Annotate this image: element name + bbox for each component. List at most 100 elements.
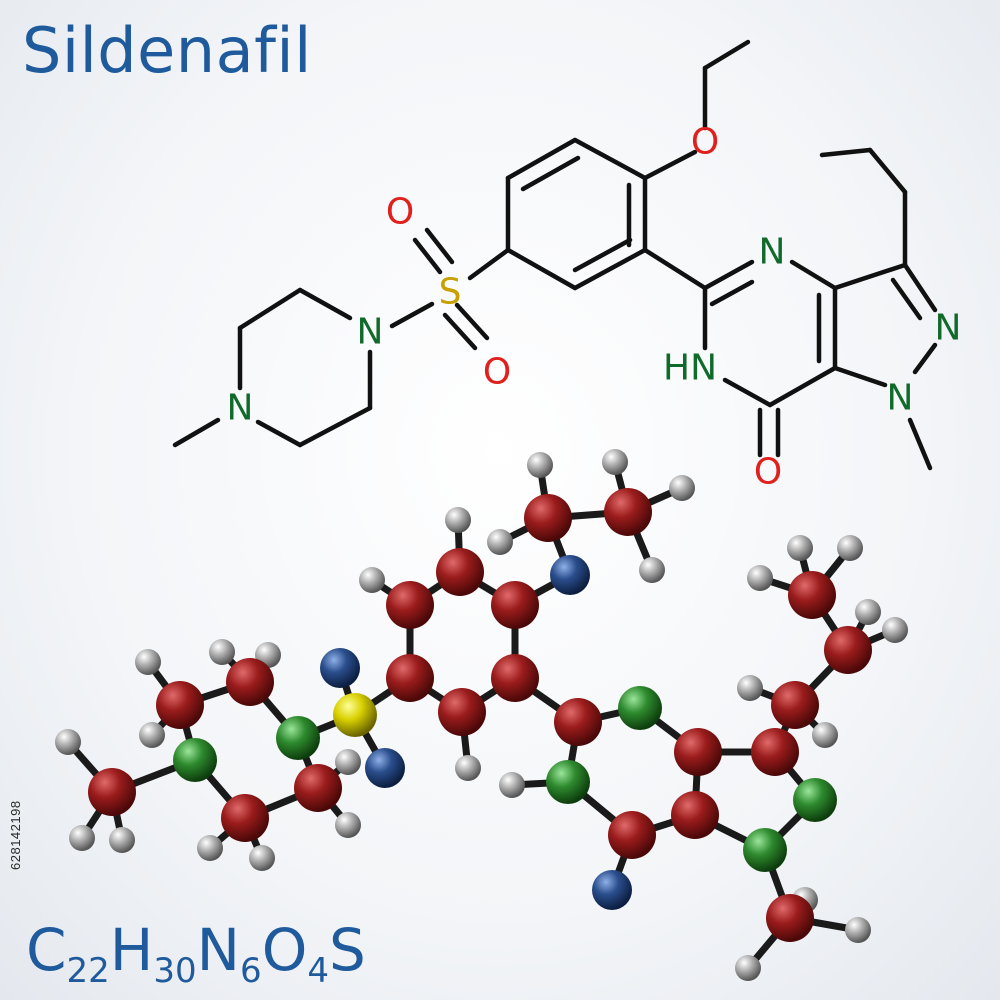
- hydrogen-atom-ball: [69, 825, 95, 851]
- atom-label-sulfonyl-oxygen-bottom: O: [483, 352, 511, 393]
- hydrogen-atom-ball: [735, 955, 761, 981]
- bond: [297, 287, 353, 321]
- hydrogen-atom-ball: [135, 649, 161, 675]
- hydrogen-atom-ball: [747, 565, 773, 591]
- bond: [709, 279, 755, 307]
- bond: [297, 405, 373, 448]
- nitrogen-atom-ball: [546, 760, 590, 804]
- carbon-atom-ball: [766, 894, 814, 942]
- carbon-atom-ball: [671, 791, 719, 839]
- atom-label-piperazine-n1: N: [357, 312, 384, 353]
- oxygen-atom-ball: [550, 555, 590, 595]
- skeletal-atom-labels: O O S O N N N HN N N O: [227, 122, 962, 493]
- bond: [389, 301, 435, 329]
- oxygen-atom-ball: [365, 748, 405, 788]
- formula-count-c: 22: [66, 951, 110, 991]
- hydrogen-atom-ball: [787, 535, 813, 561]
- carbon-atom-ball: [226, 658, 274, 706]
- carbon-atom-ball: [491, 654, 539, 702]
- carbon-atom-ball: [674, 728, 722, 776]
- bond: [454, 302, 490, 341]
- page-title: Sildenafil: [22, 14, 312, 87]
- carbon-atom-ball: [491, 581, 539, 629]
- hydrogen-atom-ball: [602, 449, 628, 475]
- bond: [819, 147, 873, 158]
- bond: [867, 147, 908, 195]
- hydrogen-atom-ball: [455, 755, 481, 781]
- formula-count-h: 30: [153, 951, 197, 991]
- bond: [890, 277, 923, 321]
- carbon-atom-ball: [294, 764, 342, 812]
- carbon-atom-ball: [386, 581, 434, 629]
- skeletal-bonds: [172, 39, 938, 471]
- carbon-atom-ball: [604, 488, 652, 536]
- nitrogen-atom-ball: [173, 738, 217, 782]
- bond: [442, 312, 478, 351]
- model-atoms: [55, 449, 908, 981]
- hydrogen-atom-ball: [139, 722, 165, 748]
- hydrogen-atom-ball: [812, 722, 838, 748]
- bond: [172, 417, 221, 448]
- bond: [255, 419, 303, 448]
- carbon-atom-ball: [788, 571, 836, 619]
- hydrogen-atom-ball: [487, 529, 513, 555]
- hydrogen-atom-ball: [499, 772, 525, 798]
- carbon-atom-ball: [156, 681, 204, 729]
- formula-element-c: C: [26, 916, 67, 984]
- oxygen-atom-ball: [592, 870, 632, 910]
- hydrogen-atom-ball: [249, 845, 275, 871]
- bond: [722, 377, 773, 408]
- formula-element-h: H: [109, 916, 154, 984]
- hydrogen-atom-ball: [209, 639, 235, 665]
- hydrogen-atom-ball: [445, 507, 471, 533]
- formula-count-o: 4: [307, 951, 329, 991]
- atom-label-pyrazole-n2: N: [935, 308, 962, 349]
- carbon-atom-ball: [554, 698, 602, 746]
- bond: [902, 262, 938, 313]
- bond: [237, 287, 303, 331]
- atom-label-nh: HN: [663, 348, 717, 389]
- carbon-atom-ball: [824, 626, 872, 674]
- bond: [702, 259, 755, 291]
- bond: [642, 149, 698, 181]
- molecular-formula: C22H30N6O4S: [26, 916, 366, 991]
- carbon-atom-ball: [524, 494, 572, 542]
- atom-label-carbonyl-oxygen: O: [754, 452, 782, 493]
- bond: [832, 262, 908, 291]
- bond: [505, 137, 578, 181]
- bond: [572, 247, 648, 291]
- hydrogen-atom-ball: [669, 475, 695, 501]
- carbon-atom-ball: [221, 794, 269, 842]
- bond: [572, 237, 633, 273]
- hydrogen-atom-ball: [882, 617, 908, 643]
- hydrogen-atom-ball: [335, 749, 361, 775]
- hydrogen-atom-ball: [55, 729, 81, 755]
- hydrogen-atom-ball: [639, 557, 665, 583]
- bond: [424, 227, 455, 265]
- carbon-atom-ball: [771, 681, 819, 729]
- atom-label-piperazine-n4: N: [227, 388, 254, 429]
- carbon-atom-ball: [608, 811, 656, 859]
- bond: [520, 155, 581, 192]
- bond: [412, 237, 443, 275]
- formula-element-o: O: [261, 916, 308, 984]
- bond: [907, 417, 933, 471]
- hydrogen-atom-ball: [837, 535, 863, 561]
- formula-element-n: N: [196, 916, 241, 984]
- carbon-atom-ball: [438, 688, 486, 736]
- hydrogen-atom-ball: [197, 835, 223, 861]
- carbon-atom-ball: [88, 768, 136, 816]
- hydrogen-atom-ball: [737, 675, 763, 701]
- atom-label-ether-oxygen: O: [691, 122, 719, 163]
- carbon-atom-ball: [386, 654, 434, 702]
- atom-label-pyrazole-n1: N: [887, 378, 914, 419]
- nitrogen-atom-ball: [793, 778, 837, 822]
- carbon-atom-ball: [436, 548, 484, 596]
- bond: [505, 247, 578, 291]
- nitrogen-atom-ball: [276, 716, 320, 760]
- formula-count-n: 6: [240, 951, 262, 991]
- sulfur-atom-ball: [333, 693, 377, 737]
- bond: [767, 365, 838, 408]
